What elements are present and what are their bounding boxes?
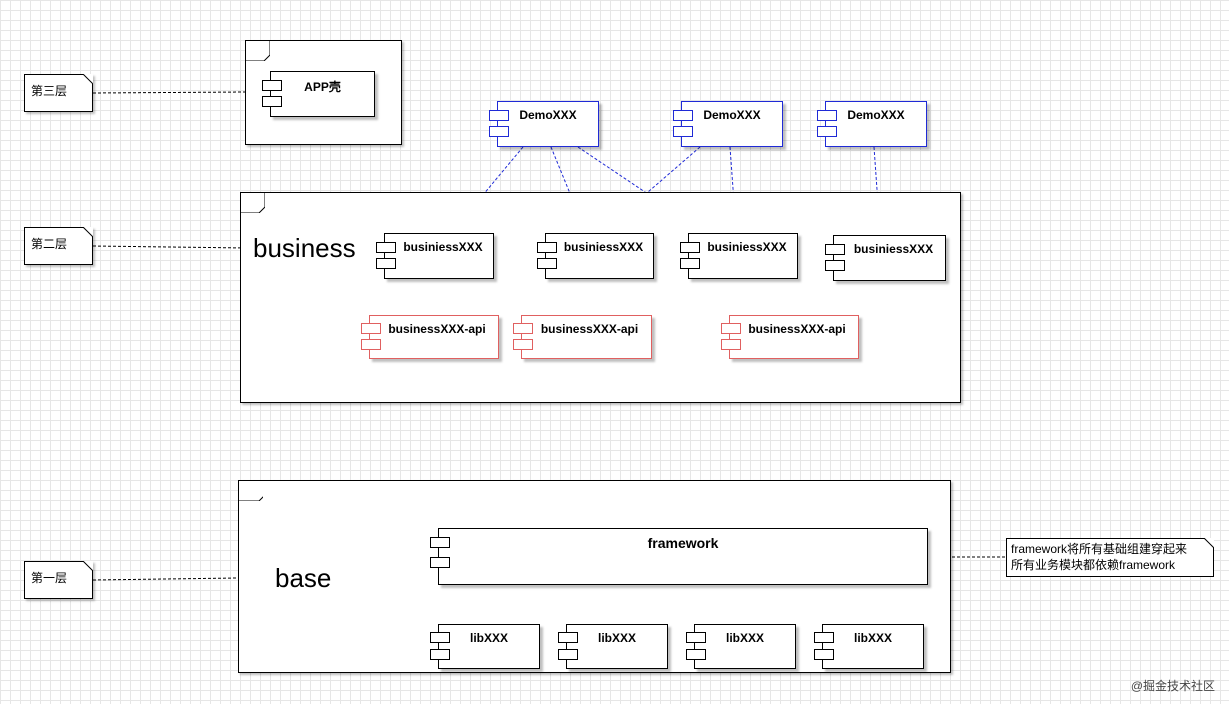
business-api-2[interactable]: businessXXX-api: [513, 315, 652, 359]
component-port-icon: [430, 557, 450, 568]
demo-label-3: DemoXXX: [847, 108, 905, 122]
component-port-icon: [489, 110, 509, 121]
business-module-2[interactable]: businiessXXX: [537, 233, 654, 279]
component-port-icon: [814, 649, 834, 660]
component-port-icon: [537, 242, 557, 253]
lib-component-2[interactable]: libXXX: [558, 624, 668, 669]
demo-component-3[interactable]: DemoXXX: [817, 101, 927, 147]
watermark: @掘金技术社区: [1130, 679, 1215, 693]
business-api-3[interactable]: businessXXX-api: [721, 315, 859, 359]
leader-second: [92, 245, 248, 249]
frame-tab-icon: [246, 41, 270, 61]
lib-label-2: libXXX: [597, 631, 636, 645]
component-port-icon: [489, 126, 509, 137]
component-port-icon: [537, 258, 557, 269]
component-port-icon: [825, 244, 845, 255]
leader-first: [92, 577, 238, 581]
component-port-icon: [673, 126, 693, 137]
business-api-label-3: businessXXX-api: [748, 322, 846, 336]
layer-note-third-label: 第三层: [31, 84, 68, 98]
layer-note-third: 第三层: [24, 74, 93, 112]
lib-component-1[interactable]: libXXX: [430, 624, 540, 669]
component-port-icon: [513, 339, 533, 350]
component-port-icon: [686, 632, 706, 643]
component-port-icon: [558, 632, 578, 643]
app-shell-label: APP壳: [304, 80, 341, 94]
business-api-label-2: businessXXX-api: [540, 322, 639, 336]
demo-label-2: DemoXXX: [703, 108, 761, 122]
component-port-icon: [430, 537, 450, 548]
component-port-icon: [376, 258, 396, 269]
leader-third: [92, 91, 246, 94]
component-port-icon: [680, 242, 700, 253]
layer-note-second-label: 第二层: [31, 237, 68, 251]
business-module-1[interactable]: businiessXXX: [376, 233, 494, 279]
component-port-icon: [262, 80, 282, 91]
component-port-icon: [513, 323, 533, 334]
component-port-icon: [686, 649, 706, 660]
component-port-icon: [361, 323, 381, 334]
business-frame-title: business: [253, 233, 356, 263]
framework-note-line2: 所有业务模块都依赖framework: [1011, 558, 1176, 572]
business-module-3[interactable]: businiessXXX: [680, 233, 798, 279]
note-fold-icon: [83, 74, 93, 84]
component-port-icon: [262, 96, 282, 107]
lib-label-1: libXXX: [469, 631, 508, 645]
business-module-label-1: businiessXXX: [403, 240, 483, 254]
component-port-icon: [680, 258, 700, 269]
component-port-icon: [721, 339, 741, 350]
lib-component-3[interactable]: libXXX: [686, 624, 796, 669]
note-fold-icon: [83, 227, 93, 237]
app-shell-frame[interactable]: APP壳: [245, 40, 402, 145]
business-module-label-3: businiessXXX: [707, 240, 787, 254]
business-frame[interactable]: [240, 192, 961, 403]
framework-label: framework: [647, 535, 719, 551]
business-api-label-1: businessXXX-api: [388, 322, 486, 336]
component-port-icon: [558, 649, 578, 660]
component-port-icon: [817, 110, 837, 121]
note-fold-icon: [83, 561, 93, 571]
frame-tab-icon: [241, 193, 265, 213]
layer-note-first: 第一层: [24, 561, 93, 599]
demo-label-1: DemoXXX: [519, 108, 577, 122]
business-module-label-4: businiessXXX: [853, 242, 934, 256]
component-port-icon: [814, 632, 834, 643]
component-port-icon: [721, 323, 741, 334]
component-port-icon: [673, 110, 693, 121]
lib-label-4: libXXX: [853, 631, 892, 645]
layer-note-second: 第二层: [24, 227, 93, 265]
app-shell-component[interactable]: APP壳: [262, 71, 375, 117]
component-port-icon: [361, 339, 381, 350]
frame-tab-icon: [239, 496, 263, 501]
business-api-1[interactable]: businessXXX-api: [361, 315, 499, 359]
framework-note-line1: framework将所有基础组建穿起来: [1011, 542, 1188, 556]
demo-component-1[interactable]: DemoXXX: [489, 101, 599, 147]
business-module-label-2: businiessXXX: [563, 240, 644, 254]
lib-label-3: libXXX: [725, 631, 764, 645]
lib-component-4[interactable]: libXXX: [814, 624, 924, 669]
framework-note: framework将所有基础组建穿起来 所有业务模块都依赖framework: [1006, 538, 1214, 577]
component-port-icon: [430, 632, 450, 643]
component-port-icon: [430, 649, 450, 660]
base-frame-title: base: [275, 563, 332, 593]
component-port-icon: [817, 126, 837, 137]
note-fold-icon: [1204, 538, 1214, 548]
component-port-icon: [825, 260, 845, 271]
framework-component[interactable]: framework: [430, 528, 928, 585]
business-module-4[interactable]: businiessXXX: [825, 235, 946, 281]
demo-component-2[interactable]: DemoXXX: [673, 101, 783, 147]
layer-note-first-label: 第一层: [31, 571, 68, 585]
edge-demo2-biz3: [729, 146, 736, 230]
component-port-icon: [376, 242, 396, 253]
